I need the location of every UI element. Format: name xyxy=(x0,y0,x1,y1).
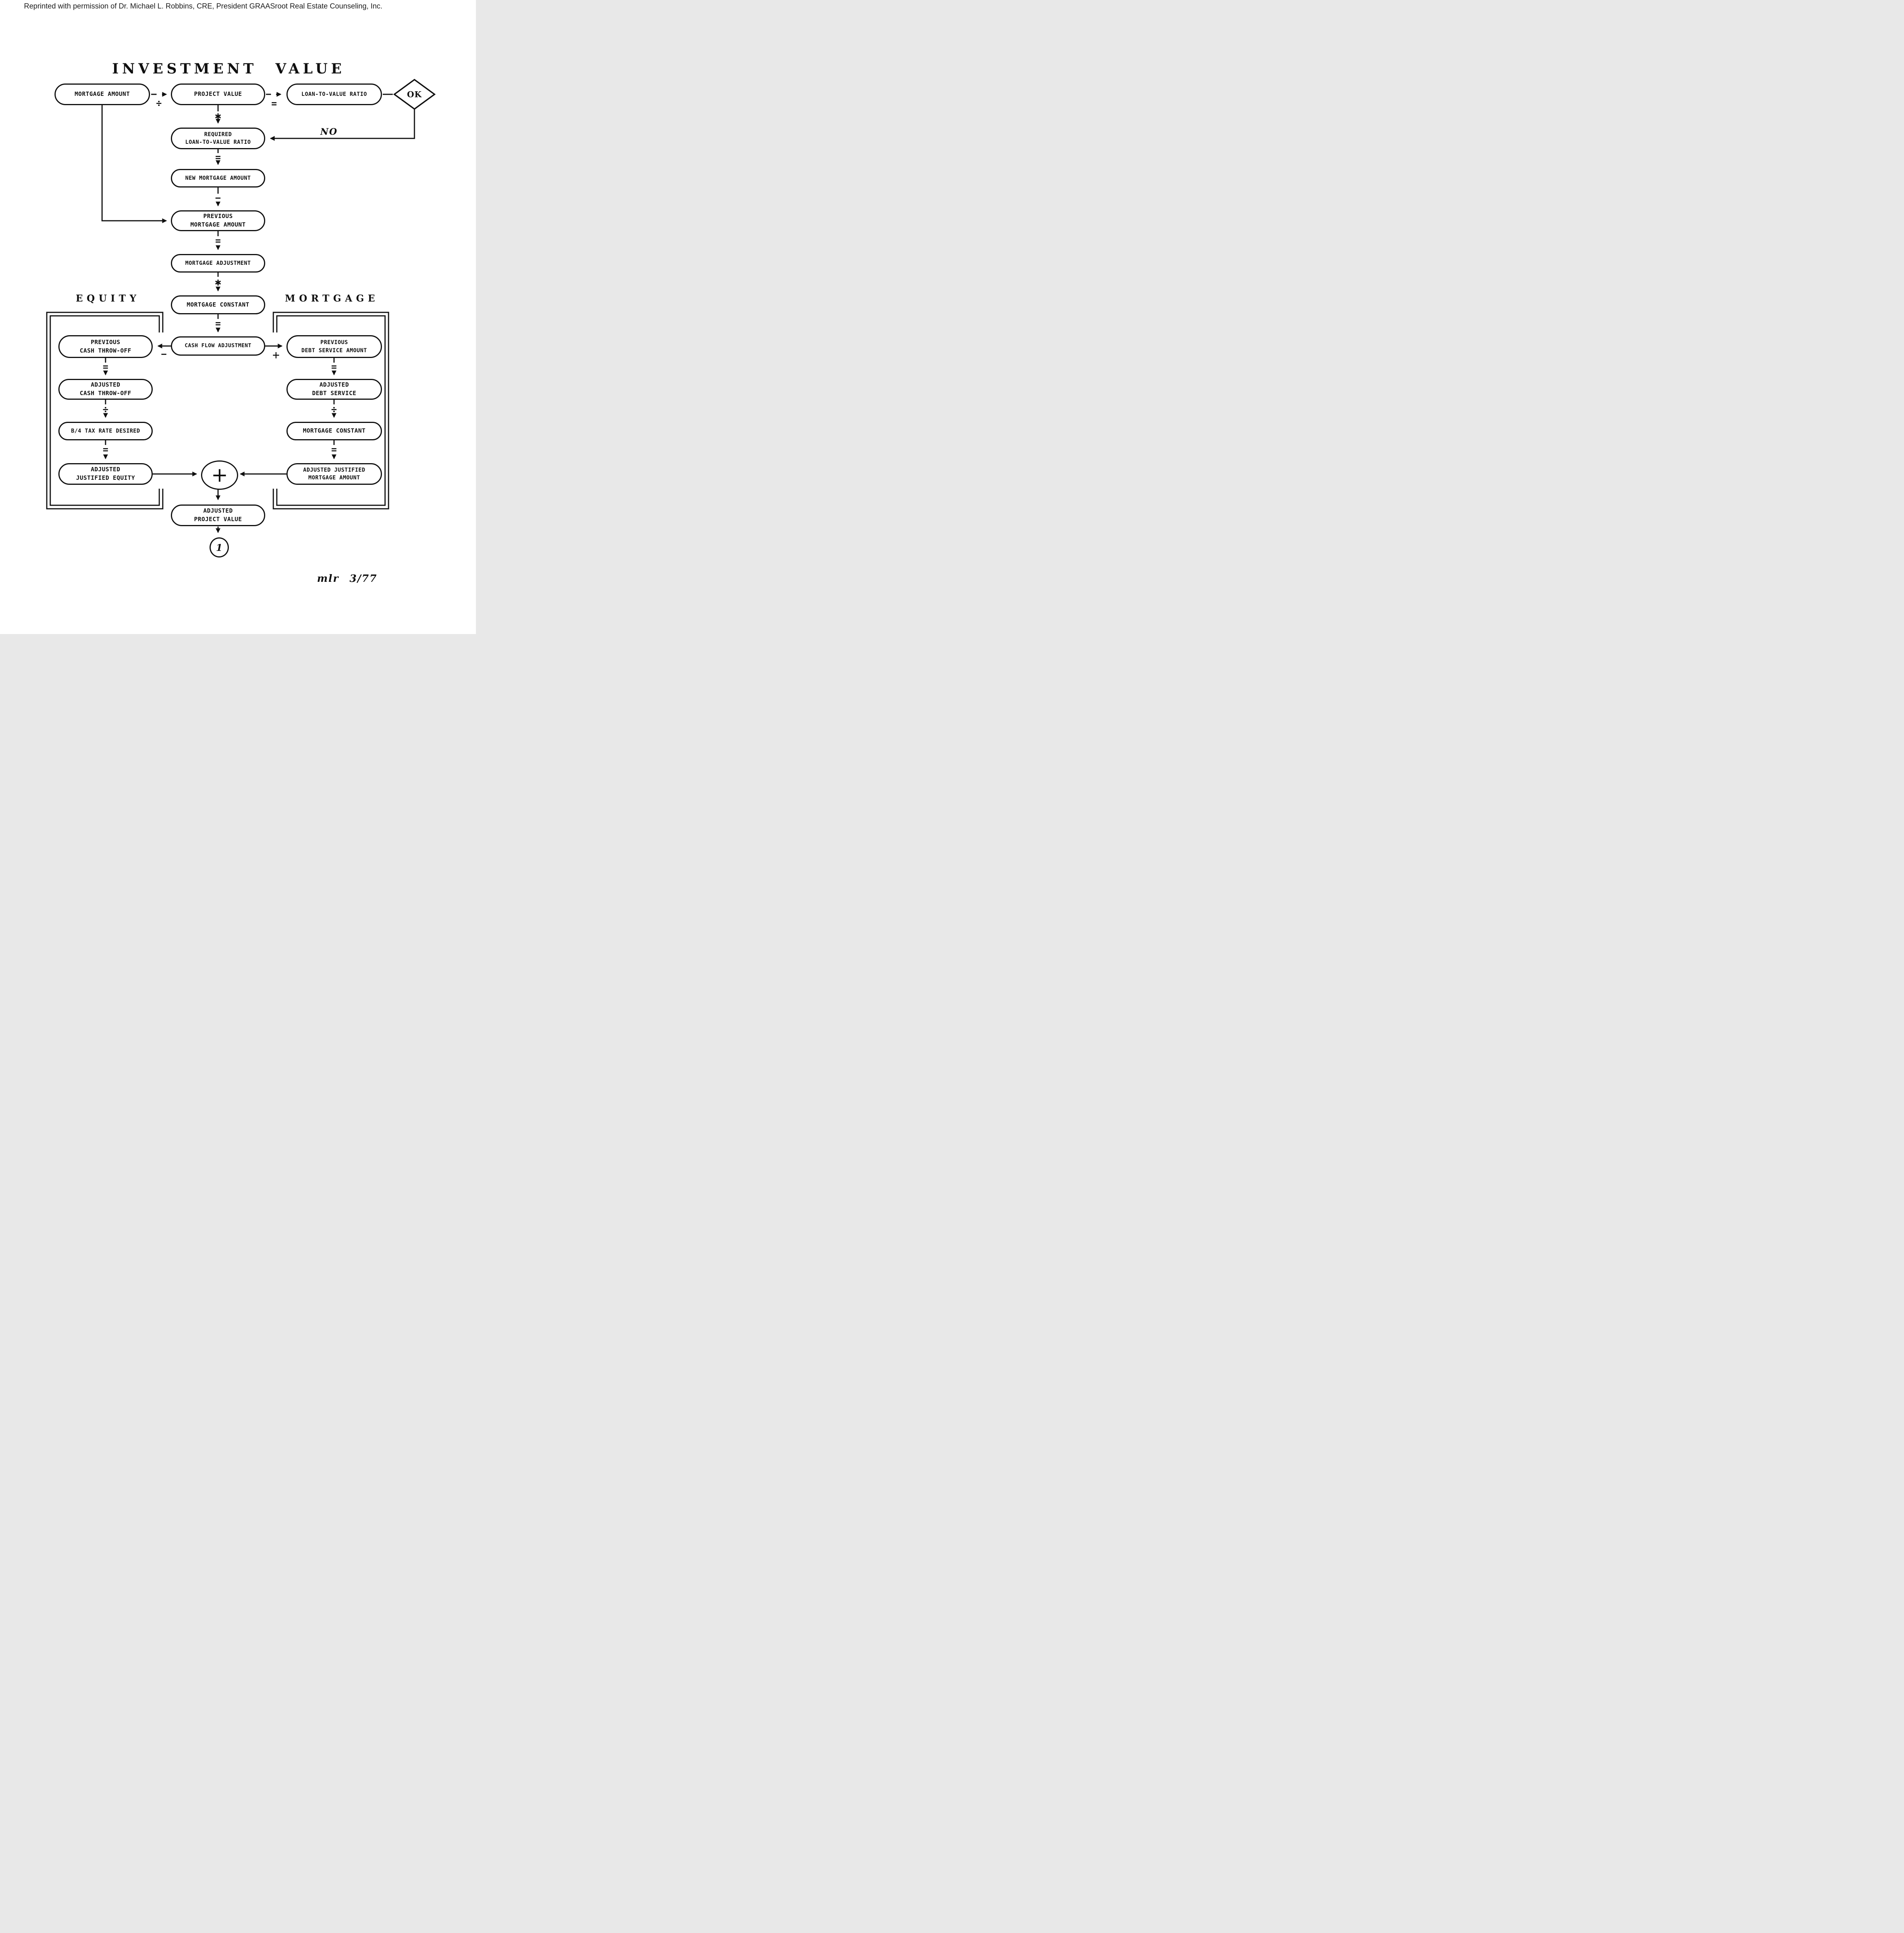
credit-line: Reprinted with permission of Dr. Michael… xyxy=(24,2,383,10)
node-mortgage-adjustment: MORTGAGE ADJUSTMENT xyxy=(171,254,265,273)
node-loan-to-value-ratio: LOAN-TO-VALUE RATIO xyxy=(286,84,382,105)
node-b4-tax-rate-desired: B/4 TAX RATE DESIRED xyxy=(58,422,153,440)
arrow-mortgage-amount-to-previous-mortgage xyxy=(101,105,167,223)
arrow-ok-no-to-required xyxy=(270,109,415,141)
scanned-flowchart-page: Reprinted with permission of Dr. Michael… xyxy=(0,0,476,634)
equals-operator-icon: = xyxy=(215,152,221,163)
divide-operator-icon: ÷ xyxy=(156,98,162,109)
node-mortgage-constant-right: MORTGAGE CONSTANT xyxy=(286,422,382,440)
multiply-operator-icon: ✱ xyxy=(215,110,222,122)
node-previous-debt-service-amount: PREVIOUS DEBT SERVICE AMOUNT xyxy=(286,335,382,358)
node-adjusted-project-value: ADJUSTED PROJECT VALUE xyxy=(171,505,265,526)
plus-operator-icon: + xyxy=(272,348,280,362)
equals-operator-icon: = xyxy=(215,318,221,329)
node-cash-flow-adjustment: CASH FLOW ADJUSTMENT xyxy=(171,336,265,356)
minus-operator-icon: − xyxy=(215,193,221,203)
node-adjusted-justified-equity: ADJUSTED JUSTIFIED EQUITY xyxy=(58,463,153,485)
divide-operator-icon: ÷ xyxy=(102,404,109,415)
offpage-connector-1: 1 xyxy=(210,537,229,557)
plus-icon: + xyxy=(211,464,228,487)
equals-operator-icon: = xyxy=(102,444,109,455)
equals-operator-icon: = xyxy=(215,235,221,246)
node-previous-cash-throw-off: PREVIOUS CASH THROW-OFF xyxy=(58,335,153,358)
no-branch-label: NO xyxy=(320,126,338,137)
equals-operator-icon: = xyxy=(271,98,277,109)
node-adjusted-cash-throw-off: ADJUSTED CASH THROW-OFF xyxy=(58,379,153,400)
ok-decision-label: OK xyxy=(407,89,422,99)
minus-operator-icon: − xyxy=(161,349,167,360)
author-signature: mlr 3/77 xyxy=(317,573,377,585)
node-new-mortgage-amount: NEW MORTGAGE AMOUNT xyxy=(171,169,265,188)
node-mortgage-constant: MORTGAGE CONSTANT xyxy=(171,295,265,314)
node-project-value: PROJECT VALUE xyxy=(171,84,265,105)
equals-operator-icon: = xyxy=(331,361,337,372)
sum-node: + xyxy=(201,460,238,490)
mortgage-section-heading: MORTGAGE xyxy=(285,293,379,304)
divide-operator-icon: ÷ xyxy=(331,404,337,415)
equity-section-heading: EQUITY xyxy=(76,293,140,304)
multiply-operator-icon: ✱ xyxy=(215,276,222,288)
node-previous-mortgage-amount: PREVIOUS MORTGAGE AMOUNT xyxy=(171,210,265,231)
node-adjusted-debt-service: ADJUSTED DEBT SERVICE xyxy=(286,379,382,400)
equals-operator-icon: = xyxy=(102,361,109,372)
node-adjusted-justified-mortgage-amount: ADJUSTED JUSTIFIED MORTGAGE AMOUNT xyxy=(286,463,382,485)
node-mortgage-amount: MORTGAGE AMOUNT xyxy=(55,84,150,105)
page-title: INVESTMENT VALUE xyxy=(112,61,345,77)
equals-operator-icon: = xyxy=(331,444,337,455)
node-required-loan-to-value-ratio: REQUIRED LOAN-TO-VALUE RATIO xyxy=(171,128,265,149)
